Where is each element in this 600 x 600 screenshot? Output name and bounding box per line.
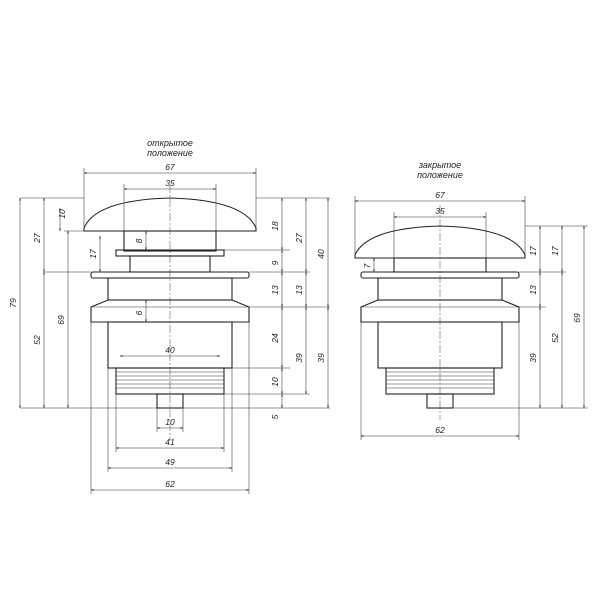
closed-dim-17b: 17	[550, 246, 560, 256]
open-cap	[83, 197, 257, 232]
open-dim-79: 79	[8, 298, 18, 308]
open-dim-5: 5	[270, 414, 280, 419]
open-dim-41: 41	[165, 437, 175, 447]
open-dim-10-pin: 10	[165, 417, 175, 427]
open-dim-27-right: 27	[294, 233, 304, 244]
open-dim-69-left: 69	[56, 315, 66, 325]
closed-caption-line2: положение	[417, 170, 463, 180]
closed-caption-line1: закрытое	[418, 160, 461, 170]
open-dim-35: 35	[165, 178, 175, 188]
open-thread-lines	[116, 371, 224, 389]
closed-dim-62: 62	[435, 425, 445, 435]
open-dim-24: 24	[270, 333, 280, 344]
closed-dim-17a: 17	[528, 246, 538, 256]
closed-thread-lines	[386, 371, 494, 389]
open-dim-8: 8	[134, 238, 144, 243]
closed-position-view: закрытое положение 67 35 7	[354, 160, 588, 440]
closed-dim-52: 52	[550, 333, 560, 343]
open-spring-collar	[123, 230, 217, 252]
closed-pin	[426, 393, 454, 409]
open-caption-line1: открытое	[147, 138, 193, 148]
open-dim-9: 9	[270, 260, 280, 265]
open-dim-52-left: 52	[32, 335, 42, 345]
open-dim-13a: 13	[270, 285, 280, 295]
closed-dim-39: 39	[528, 353, 538, 363]
open-pin	[156, 393, 184, 409]
closed-cap	[354, 225, 526, 259]
open-dim-18: 18	[270, 221, 280, 231]
open-dim-67: 67	[165, 162, 175, 172]
open-position-view: открытое положение	[8, 138, 330, 494]
open-dim-10-cap: 10	[57, 209, 67, 219]
open-dim-39a: 39	[294, 353, 304, 363]
open-dim-62: 62	[165, 479, 175, 489]
open-dim-13b: 13	[294, 285, 304, 295]
closed-dim-7: 7	[362, 263, 372, 268]
open-dim-49: 49	[165, 457, 175, 467]
open-dim-27-left: 27	[32, 233, 42, 244]
open-dim-40-right: 40	[316, 249, 326, 259]
closed-dim-35: 35	[435, 206, 445, 216]
closed-dim-69: 69	[572, 313, 582, 323]
closed-dim-13: 13	[528, 285, 538, 295]
open-dim-39b: 39	[316, 353, 326, 363]
open-dim-10-thread: 10	[270, 377, 280, 387]
open-dim-17-stem: 17	[88, 249, 98, 259]
open-caption-line2: положение	[147, 148, 193, 158]
open-dim-6: 6	[134, 310, 144, 315]
closed-dim-67: 67	[435, 190, 445, 200]
open-dim-40-inner: 40	[165, 345, 175, 355]
